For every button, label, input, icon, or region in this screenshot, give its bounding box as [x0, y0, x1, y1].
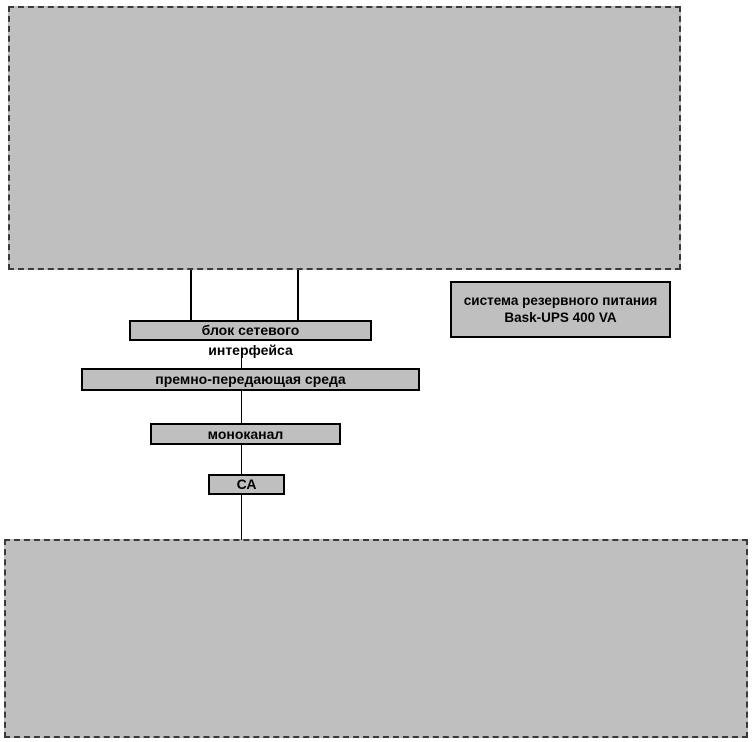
- lower-zone: [4, 539, 748, 738]
- edge-trunk: [240, 352, 242, 540]
- edge-upper-right: [297, 270, 299, 321]
- node-monochannel[interactable]: моноканал: [150, 423, 341, 445]
- edge-upper-left: [190, 270, 192, 321]
- node-backup-power-system[interactable]: система резервного питания Bask-UPS 400 …: [450, 281, 671, 338]
- upper-zone: [8, 6, 681, 270]
- node-network-interface-unit[interactable]: блок сетевого: [129, 320, 372, 341]
- node-sa[interactable]: СА: [208, 474, 285, 495]
- node-transmit-receive-medium[interactable]: премно-передающая среда: [81, 368, 420, 391]
- node-network-interface-unit-overflow-label: интерфейса: [208, 342, 293, 358]
